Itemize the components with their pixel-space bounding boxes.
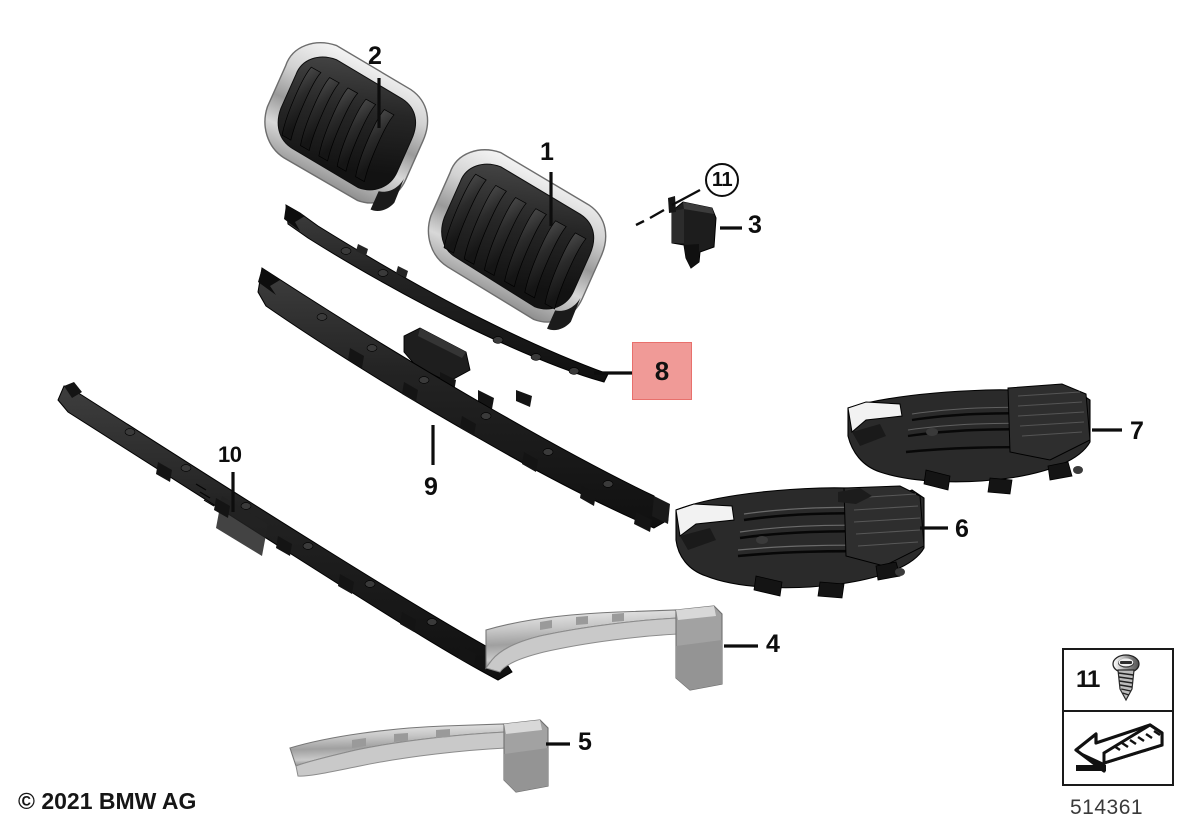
part-8-bumper-carrier-upper [284,204,609,409]
part-2-kidney-grille-left [264,42,429,211]
part-10-bumper-carrier-lower [57,382,513,681]
highlight-part-number: 8 [654,355,670,386]
callout-circle-11[interactable]: 11 [705,163,739,197]
legend-direction-row [1064,712,1172,786]
part-1-kidney-grille-right [427,149,607,331]
callout-4[interactable]: 4 [766,630,780,658]
screw-icon [1105,653,1147,708]
part-6-side-air-intake-grille-left [675,485,925,599]
callout-2[interactable]: 2 [368,42,382,70]
highlighted-part-8[interactable]: 8 [632,342,692,400]
leader-lines [231,78,1122,746]
callout-7[interactable]: 7 [1130,417,1144,445]
diagram-id: 514361 [1070,796,1144,819]
installation-arrow-icon [1070,719,1166,780]
legend-fastener-number: 11 [1076,666,1100,693]
copyright-notice: © 2021 BMW AG [18,788,197,814]
part-7-side-air-intake-grille-right [847,383,1091,495]
callout-6[interactable]: 6 [955,515,969,543]
callout-1[interactable]: 1 [540,138,554,166]
part-9-bumper-carrier-middle [257,267,670,532]
part-3-grille-mounting-bracket [668,196,717,269]
callout-3[interactable]: 3 [748,211,762,239]
legend-fastener-row: 11 [1064,650,1172,712]
part-4-trim-strip-right [485,605,723,691]
part-5-trim-strip-left [289,719,549,793]
callout-10[interactable]: 10 [218,442,242,467]
callout-5[interactable]: 5 [578,728,592,756]
callout-9[interactable]: 9 [424,473,438,501]
legend-box: 11 [1062,648,1174,786]
